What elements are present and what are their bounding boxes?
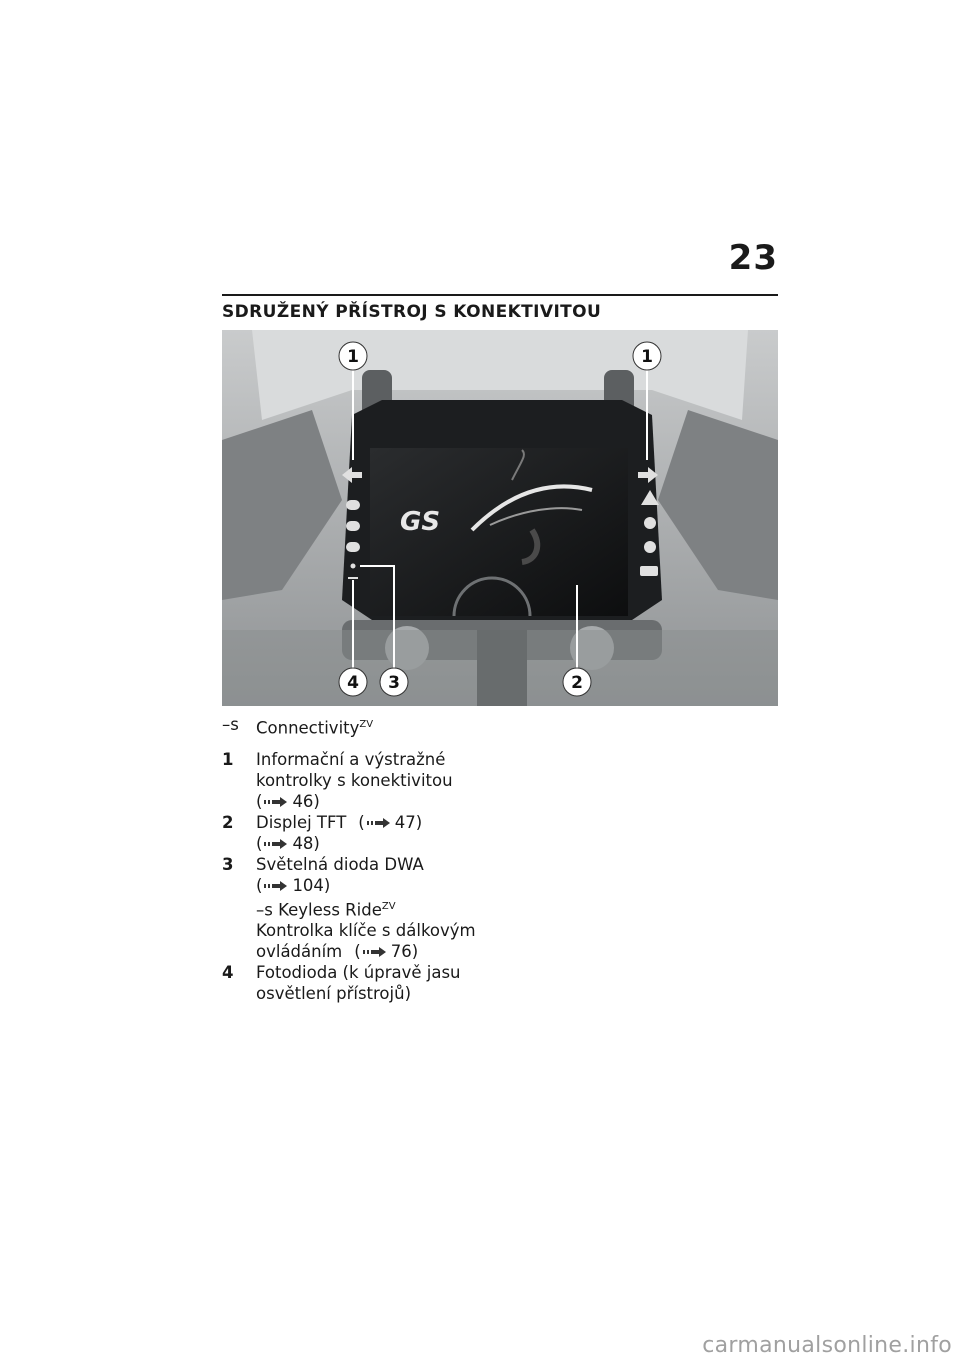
right-indicator-strip — [638, 467, 659, 576]
legend-item-1: 1 Informační a výstražné kontrolky s kon… — [222, 749, 522, 812]
warning-triangle-icon — [641, 490, 659, 505]
page-reference[interactable]: (46) — [256, 791, 320, 811]
item-number: 1 — [222, 749, 234, 769]
sub-variant: –s Keyless RideZV — [256, 900, 396, 919]
item-number: 3 — [222, 854, 234, 874]
page-reference[interactable]: (48) — [256, 833, 320, 853]
legend-item-3: 3 Světelná dioda DWA (104) –s Keyless Ri… — [222, 854, 522, 963]
page-ref-arrow-icon — [366, 817, 390, 828]
callout-2: 2 — [571, 673, 583, 693]
item-text: osvětlení přístrojů) — [256, 984, 412, 1003]
page-reference[interactable]: (104) — [256, 875, 331, 895]
page-reference[interactable]: (47) — [358, 812, 423, 832]
legend-text: –s ConnectivityZV 1 Informační a výstraž… — [222, 714, 522, 1004]
variant-label: ConnectivityZV — [256, 718, 374, 738]
instrument-cluster-illustration: GS 1 1 — [222, 330, 778, 706]
gs-logo: GS — [400, 507, 440, 537]
header-rule — [222, 294, 778, 296]
fog-light-icon — [346, 542, 360, 552]
left-indicator-strip — [342, 467, 362, 579]
abs-icon — [644, 517, 656, 529]
variant-dash: –s — [222, 715, 239, 734]
item-text: Světelná dioda DWA — [256, 854, 424, 874]
item-text: ovládáním — [256, 942, 343, 961]
callout-4: 4 — [347, 673, 359, 693]
turn-left-arrow-icon — [342, 467, 362, 483]
item-text: Displej TFT — [256, 812, 347, 832]
item-text: Fotodioda (k úpravě jasu — [256, 963, 461, 982]
callout-1-left: 1 — [347, 347, 359, 367]
photodiode-icon — [348, 577, 358, 579]
item-number: 4 — [222, 963, 234, 982]
page-ref-arrow-icon — [264, 880, 288, 891]
callout-3: 3 — [388, 673, 400, 693]
item-text: Kontrolka klíče s dálkovým — [256, 921, 476, 940]
page-ref-arrow-icon — [362, 947, 386, 957]
dwa-led-icon — [350, 563, 356, 569]
callout-markers: 1 1 4 3 2 — [338, 341, 662, 697]
page-ref-arrow-icon — [264, 838, 288, 849]
page-reference[interactable]: (76) — [354, 942, 419, 961]
legend-item-2: 2 Displej TFT (47) (48) — [222, 812, 522, 854]
variant-line: –s ConnectivityZV — [222, 714, 522, 739]
item-text: kontrolky s konektivitou — [256, 770, 453, 790]
high-beam-icon — [346, 521, 360, 531]
turn-right-arrow-icon — [638, 467, 658, 483]
page-number: 23 — [728, 238, 778, 278]
footer-watermark[interactable]: carmanualsonline.info — [702, 1333, 952, 1358]
page-ref-arrow-icon — [264, 796, 288, 807]
item-number: 2 — [222, 812, 234, 832]
section-title: SDRUŽENÝ PŘÍSTROJ S KONEKTIVITOU — [222, 302, 602, 322]
low-beam-icon — [346, 500, 360, 510]
legend-item-4: 4 Fotodioda (k úpravě jasu osvětlení pří… — [222, 962, 522, 1004]
engine-icon — [640, 566, 658, 576]
traction-icon — [644, 541, 656, 553]
callout-1-right: 1 — [641, 347, 653, 367]
item-text: Informační a výstražné — [256, 749, 446, 769]
instrument-cluster-figure: GS 1 1 — [222, 330, 778, 706]
